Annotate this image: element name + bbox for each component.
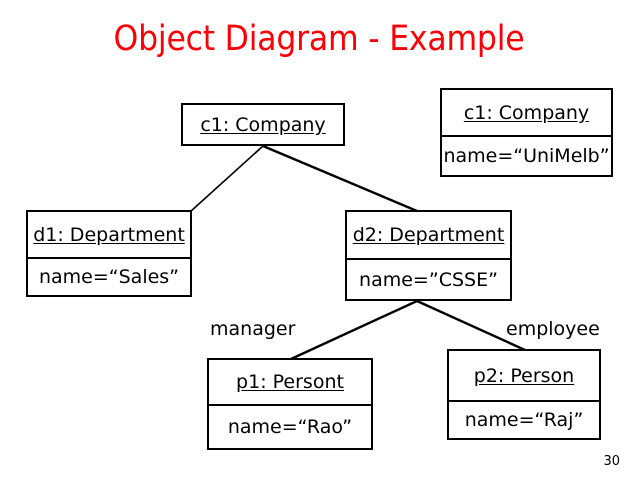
link-label-employee: employee	[506, 318, 600, 340]
object-instance-name: d2: Department	[352, 224, 505, 246]
slide-number: 30	[603, 454, 620, 469]
object-box-c1-company-detail[interactable]: c1: Company name=“UniMelb”	[440, 88, 613, 177]
object-attribute-name: name=“Sales”	[28, 257, 190, 295]
object-box-d2-department[interactable]: d2: Department name=”CSSE”	[345, 210, 512, 301]
object-instance-name: c1: Company	[463, 101, 590, 124]
object-instance-name: c1: Company	[200, 113, 326, 136]
object-box-p2-person[interactable]: p2: Person name=“Raj”	[447, 349, 601, 440]
link-line-d2-p1-manager	[290, 299, 418, 361]
link-line-c1-d1	[189, 145, 264, 213]
link-line-d2-p2-employee	[416, 299, 526, 352]
link-line-c1-d2	[262, 144, 418, 213]
object-box-c1-company-plain[interactable]: c1: Company	[181, 103, 345, 146]
object-box-d1-department[interactable]: d1: Department name=“Sales”	[26, 210, 192, 297]
object-instance-name: p2: Person	[473, 364, 575, 387]
page-title: Object Diagram - Example	[113, 19, 525, 59]
object-attribute-name: name=”CSSE”	[347, 258, 510, 299]
object-attribute-name: name=“Rao”	[209, 404, 371, 448]
link-label-manager: manager	[210, 318, 296, 340]
object-instance-name: d1: Department	[33, 223, 185, 246]
object-attribute-name: name=“UniMelb”	[442, 135, 611, 175]
object-attribute-name: name=“Raj”	[449, 400, 599, 438]
object-box-p1-person[interactable]: p1: Persont name=“Rao”	[207, 358, 373, 450]
object-instance-name: p1: Persont	[236, 371, 344, 393]
